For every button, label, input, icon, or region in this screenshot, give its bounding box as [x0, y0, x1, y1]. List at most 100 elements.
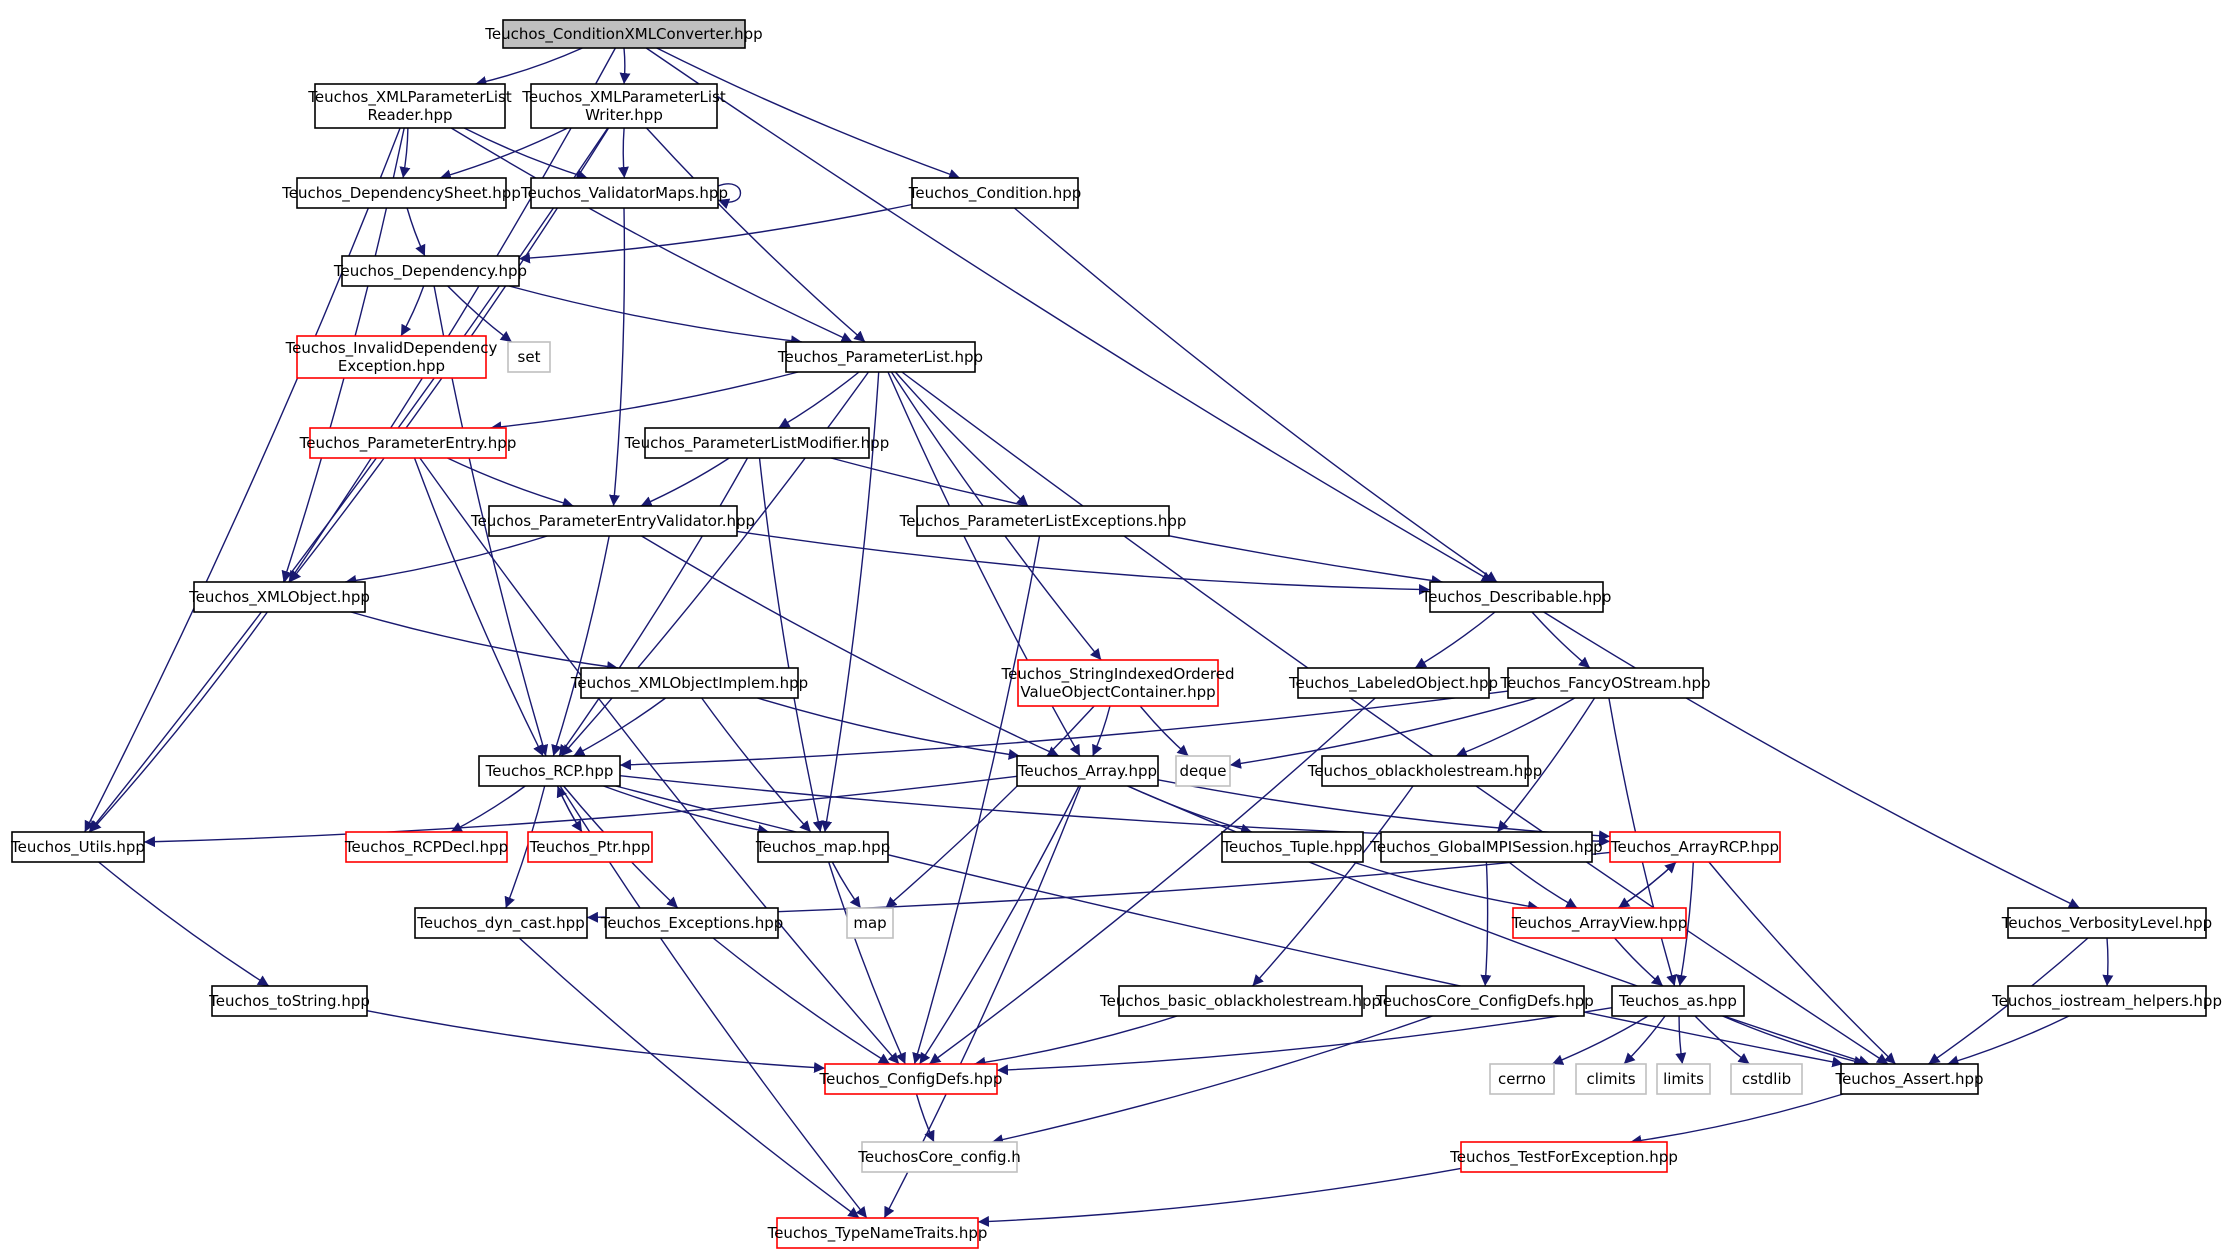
node-teuchos-xmlobjectimplem[interactable]: Teuchos_XMLObjectImplem.hpp [570, 667, 808, 699]
edge-dependency-to-paramlist [508, 285, 803, 347]
node-teuchos-parameterlist[interactable]: Teuchos_ParameterList.hpp [777, 341, 983, 373]
node-teuchos-dependency[interactable]: Teuchos_Dependency.hpp [333, 255, 527, 287]
node-teuchos-describable[interactable]: Teuchos_Describable.hpp [1421, 581, 1612, 613]
node-teuchos-parameterlistmodifier[interactable]: Teuchos_ParameterListModifier.hpp [624, 427, 889, 459]
edge-as-to-assert [1722, 1015, 1866, 1067]
node-cstdlib: cstdlib [1730, 1063, 1803, 1095]
node-teuchos-dyn-cast[interactable]: Teuchos_dyn_cast.hpp [414, 907, 588, 939]
node-teuchos-tostring[interactable]: Teuchos_toString.hpp [208, 985, 370, 1017]
node-teuchos-as[interactable]: Teuchos_as.hpp [1611, 985, 1745, 1017]
node-box [1385, 985, 1585, 1017]
edge-as-to-climits [1623, 1015, 1666, 1065]
node-teuchos-testforexception[interactable]: Teuchos_TestForException.hpp [1449, 1141, 1678, 1173]
node-box [644, 427, 870, 459]
node-box [1016, 755, 1159, 787]
node-teuchos-configdefs[interactable]: Teuchos_ConfigDefs.hpp [819, 1063, 1003, 1095]
node-label: Teuchos_ParameterList.hpp [777, 348, 983, 367]
edge-fancyostream-to-deque [1229, 697, 1538, 769]
node-teuchos-typenametraits[interactable]: Teuchos_TypeNameTraits.hpp [767, 1217, 988, 1249]
node-teuchos-arrayview[interactable]: Teuchos_ArrayView.hpp [1511, 907, 1688, 939]
node-teuchos-exceptions[interactable]: Teuchos_Exceptions.hpp [600, 907, 784, 939]
edge-condition-to-describable [1013, 207, 1498, 583]
node-teuchos-oblackholestream[interactable]: Teuchos_oblackholestream.hpp [1307, 755, 1543, 787]
node-box [785, 341, 976, 373]
node-teuchos-parameterentryvalidator[interactable]: Teuchos_ParameterEntryValidator.hpp [470, 505, 755, 537]
node-teuchos-condition[interactable]: Teuchos_Condition.hpp [908, 177, 1082, 209]
node-box [580, 667, 799, 699]
node-box [861, 1141, 1018, 1173]
node-teuchos-iostream-helpers[interactable]: Teuchos_iostream_helpers.hpp [1991, 985, 2222, 1017]
node-box [1611, 985, 1745, 1017]
edge-as-to-limits [1675, 1015, 1687, 1065]
node-label: deque [1179, 762, 1226, 780]
node-label: Teuchos_Utils.hpp [10, 838, 145, 857]
node-teuchos-globalmpisession[interactable]: Teuchos_GlobalMPISession.hpp [1369, 831, 1603, 863]
node-set: set [507, 341, 551, 373]
node-map: map [846, 907, 894, 939]
node-teuchos-parameterlistexceptions[interactable]: Teuchos_ParameterListExceptions.hpp [899, 505, 1187, 537]
node-teuchoscore-configdefs[interactable]: TeuchosCore_ConfigDefs.hpp [1375, 985, 1594, 1017]
edge-rcp-to-rcpdecl [450, 785, 526, 833]
node-teuchos-rcp[interactable]: Teuchos_RCP.hpp [478, 755, 621, 787]
node-label: climits [1586, 1070, 1635, 1088]
node-teuchos-parameterentry[interactable]: Teuchos_ParameterEntry.hpp [299, 427, 517, 459]
node-teuchos-ptr[interactable]: Teuchos_Ptr.hpp [527, 831, 653, 863]
node-box [1221, 831, 1364, 863]
node-layer: Teuchos_ConditionXMLConverter.hppTeuchos… [10, 19, 2222, 1249]
node-teuchos-basic-oblackholestream[interactable]: Teuchos_basic_oblackholestream.hpp [1099, 985, 1381, 1017]
node-teuchos-array[interactable]: Teuchos_Array.hpp [1016, 755, 1159, 787]
edge-globalmpi-to-coreconfigdefs [1480, 861, 1492, 987]
edge-exceptions-to-configdefs [712, 937, 891, 1065]
node-box [757, 831, 889, 863]
node-teuchos-utils[interactable]: Teuchos_Utils.hpp [10, 831, 145, 863]
node-teuchos-rcpdecl[interactable]: Teuchos_RCPDecl.hpp [344, 831, 508, 863]
node-teuchos-tuple[interactable]: Teuchos_Tuple.hpp [1221, 831, 1364, 863]
node-box [507, 341, 551, 373]
node-teuchos-verbositylevel[interactable]: Teuchos_VerbosityLevel.hpp [2001, 907, 2212, 939]
edge-paramlist-to-plexceptions [894, 371, 1029, 507]
node-label: Teuchos_FancyOStream.hpp [1499, 674, 1710, 693]
node-box [341, 255, 520, 287]
edge-xmlobject-to-xmlobjimpl [350, 611, 619, 672]
node-label: Teuchos_ParameterListModifier.hpp [624, 434, 889, 453]
node-label: Teuchos_ConfigDefs.hpp [819, 1070, 1003, 1089]
edge-testforexc-to-typenametraits [977, 1167, 1462, 1227]
node-teuchos-conditionxmlconverter[interactable]: Teuchos_ConditionXMLConverter.hpp [484, 19, 763, 49]
node-box [1575, 1063, 1647, 1095]
node-label: Teuchos_XMLParameterList [307, 88, 512, 107]
edge-depsheet-to-dependency [406, 207, 426, 257]
node-box [1489, 1063, 1555, 1095]
node-teuchos-labeledobject[interactable]: Teuchos_LabeledObject.hpp [1288, 667, 1498, 699]
edge-fancyostream-to-oblackhole [1455, 697, 1576, 758]
node-teuchos-validatormaps[interactable]: Teuchos_ValidatorMaps.hpp [520, 177, 728, 209]
node-label: Teuchos_ParameterEntryValidator.hpp [470, 512, 755, 531]
edge-as-to-configdefs [996, 1007, 1613, 1076]
node-box [1429, 581, 1604, 613]
node-teuchos-map[interactable]: Teuchos_map.hpp [755, 831, 890, 863]
node-teuchos-arrayrcp[interactable]: Teuchos_ArrayRCP.hpp [1609, 831, 1781, 863]
node-teuchos-xmlobject[interactable]: Teuchos_XMLObject.hpp [188, 581, 370, 613]
node-box [1460, 1141, 1668, 1173]
node-teuchos-stringindexedorderedvalueobjectcontainer[interactable]: Teuchos_StringIndexedOrderedValueObjectC… [1001, 659, 1235, 707]
node-box [193, 581, 366, 613]
edge-xmlobjimpl-to-rcp [573, 697, 667, 757]
node-deque: deque [1175, 755, 1231, 787]
node-teuchos-dependencysheet[interactable]: Teuchos_DependencySheet.hpp [281, 177, 521, 209]
node-label: set [518, 348, 541, 366]
node-label: limits [1663, 1070, 1704, 1088]
edge-paramentry-to-configdefs [419, 457, 900, 1065]
node-label: Teuchos_ParameterListExceptions.hpp [899, 512, 1187, 531]
node-label: Teuchos_Describable.hpp [1421, 588, 1612, 607]
node-box [1321, 755, 1529, 787]
node-teuchos-assert[interactable]: Teuchos_Assert.hpp [1834, 1063, 1984, 1095]
node-label: Writer.hpp [585, 106, 663, 124]
edge-paramentry-to-rcp [413, 457, 544, 757]
node-label: Teuchos_RCPDecl.hpp [344, 838, 508, 857]
edge-root-to-condition [656, 47, 961, 180]
edge-array-to-assert [1127, 785, 1870, 1066]
node-teuchos-fancyostream[interactable]: Teuchos_FancyOStream.hpp [1499, 667, 1711, 699]
edge-writer-to-utils [88, 127, 609, 833]
